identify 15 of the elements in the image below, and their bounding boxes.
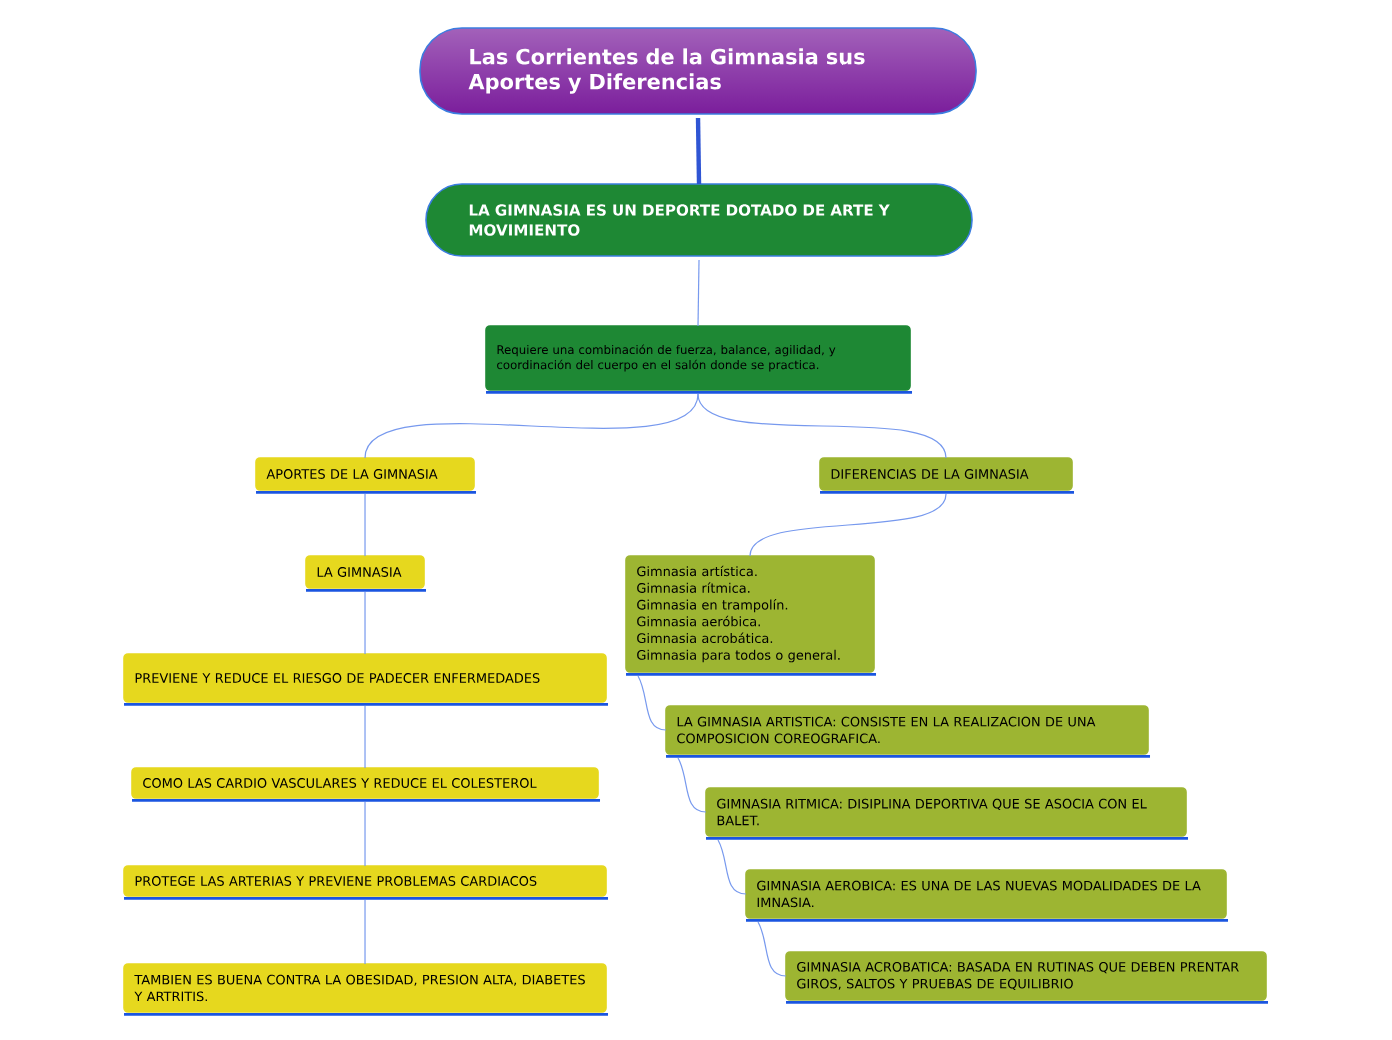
connector	[364, 705, 366, 769]
connector	[697, 393, 947, 459]
connector	[637, 675, 667, 731]
connector	[364, 393, 699, 459]
connector	[364, 899, 366, 965]
connector	[677, 757, 707, 813]
connector	[695, 117, 702, 185]
connector	[364, 801, 366, 867]
connector	[749, 493, 947, 557]
connector	[364, 493, 366, 557]
title-box: Las Corrientes de la Gimnasia sus Aportes y Diferencias	[419, 27, 977, 115]
connector	[697, 259, 700, 327]
connector	[757, 921, 787, 977]
connector	[364, 591, 366, 655]
connector	[717, 839, 747, 895]
